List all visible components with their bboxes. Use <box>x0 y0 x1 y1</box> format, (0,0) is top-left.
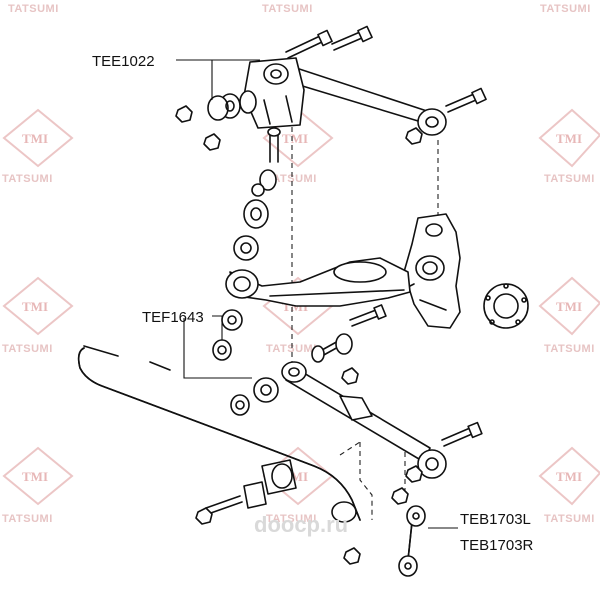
lower-rear-arm <box>230 361 483 483</box>
leader-lines <box>176 59 458 529</box>
watermark-logo: TMI <box>2 446 74 506</box>
watermark-logo: TMI <box>538 446 600 506</box>
watermark-logo: TMI <box>538 108 600 168</box>
callout-tef1643: TEF1643 <box>142 309 204 326</box>
watermark-brand-text: TATSUMI <box>266 513 317 525</box>
svg-text:TMI: TMI <box>22 469 48 484</box>
watermark-brand-text: TATSUMI <box>544 343 595 355</box>
watermark-brand-text: TATSUMI <box>544 513 595 525</box>
watermark-brand-text: TATSUMI <box>262 3 313 15</box>
svg-text:TMI: TMI <box>282 131 308 146</box>
watermark-layer: TATSUMI TATSUMI TATSUMI TATSUMI TATSUMI … <box>2 3 600 525</box>
watermark-brand-text: TATSUMI <box>2 343 53 355</box>
svg-text:TMI: TMI <box>556 131 582 146</box>
watermark-brand-text: TATSUMI <box>2 173 53 185</box>
watermark-brand-text: TATSUMI <box>8 3 59 15</box>
lower-control-arm <box>212 257 411 363</box>
watermark-brand-text: TATSUMI <box>544 173 595 185</box>
watermark-brand-text: TATSUMI <box>2 513 53 525</box>
svg-text:TMI: TMI <box>556 469 582 484</box>
watermark-logo: TMI <box>538 276 600 336</box>
svg-text:TMI: TMI <box>22 131 48 146</box>
stabilizer-link <box>391 487 426 577</box>
watermark-brand-text: TATSUMI <box>540 3 591 15</box>
knuckle <box>401 213 529 329</box>
watermark-brand-text: TATSUMI <box>266 173 317 185</box>
watermark-logo: TMI <box>2 276 74 336</box>
callout-teb1703r: TEB1703R <box>460 537 534 554</box>
upper-control-arm <box>175 25 487 261</box>
callout-teb1703l: TEB1703L <box>460 511 531 528</box>
watermark-logo: TMI <box>2 108 74 168</box>
callout-tee1022: TEE1022 <box>92 53 155 70</box>
watermark-brand-text: TATSUMI <box>266 343 317 355</box>
stabilizer-bar <box>77 345 361 565</box>
svg-text:TMI: TMI <box>22 299 48 314</box>
svg-text:TMI: TMI <box>556 299 582 314</box>
site-watermark-text: doocp.ru <box>254 512 348 537</box>
